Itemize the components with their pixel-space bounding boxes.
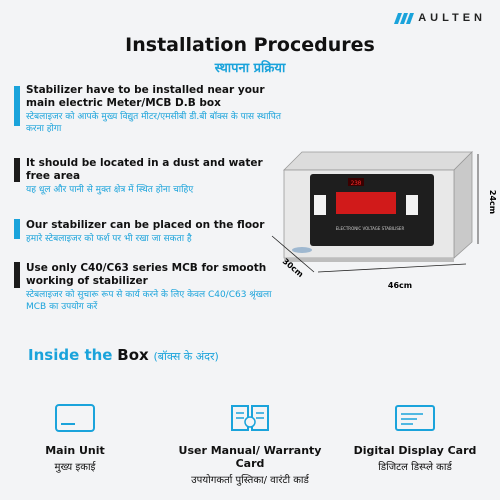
box-item-manual: User Manual/ Warranty Card उपयोगकर्ता पु…	[175, 402, 325, 486]
display-window	[348, 178, 364, 186]
dim-height: 24cm	[488, 190, 497, 214]
panel-label: ELECTRONIC VOLTAGE STABILISER	[336, 226, 405, 231]
stabilizer-product-image: 230 ELECTRONIC VOLTAGE STABILISER 24cm 3…	[271, 151, 497, 290]
inside-box-heading: Inside the Box (बॉक्स के अंदर)	[28, 346, 219, 364]
point-2: It should be located in a dust and water…	[26, 157, 286, 196]
brand-logo: AULTEN	[394, 12, 486, 24]
point-bullet	[14, 219, 20, 239]
box-item-display-card: Digital Display Card डिजिटल डिस्प्ले कार…	[340, 402, 490, 473]
point-bullet	[14, 262, 20, 288]
point-3-hi: हमारे स्टेबलाइजर को फर्श पर भी रखा जा सक…	[26, 234, 192, 244]
inside-label-a: Inside the	[28, 346, 113, 364]
mcb-switch-left	[314, 195, 326, 215]
point-1-en: Stabilizer have to be installed near you…	[26, 84, 265, 109]
card-icon	[395, 405, 435, 431]
point-1-hi: स्टेबलाइजर को आपके मुख्य विद्युत मीटर/एम…	[26, 112, 281, 134]
point-2-en: It should be located in a dust and water…	[26, 157, 263, 182]
brand-plate	[292, 247, 312, 253]
item-3-en: Digital Display Card	[353, 444, 477, 457]
svg-text:230: 230	[351, 180, 362, 187]
item-1-hi: मुख्य इकाई	[54, 462, 96, 473]
item-1-en: Main Unit	[45, 444, 105, 457]
manual-icon	[231, 405, 269, 431]
inside-label-b: Box	[117, 346, 149, 364]
depth-dimension-line	[271, 235, 315, 273]
point-4-hi: स्टेबलाइजर को सुचारू रूप से कार्य करने क…	[26, 290, 272, 312]
page-title: Installation Procedures	[125, 34, 375, 56]
point-4-en: Use only C40/C63 series MCB for smooth w…	[26, 262, 267, 287]
item-3-hi: डिजिटल डिस्प्ले कार्ड	[378, 462, 452, 473]
item-2-hi: उपयोगकर्ता पुस्तिका/ वारंटी कार्ड	[191, 475, 309, 486]
cabinet-side	[453, 151, 473, 259]
cabinet-top	[283, 151, 473, 171]
point-2-hi: यह धूल और पानी से मुक्त क्षेत्र में स्थि…	[26, 185, 194, 195]
cabinet-base	[284, 258, 454, 262]
brand-mark-icon	[394, 12, 415, 24]
point-bullet	[14, 158, 20, 182]
width-dimension-line	[317, 263, 467, 273]
point-4: Use only C40/C63 series MCB for smooth w…	[26, 262, 286, 313]
box-item-main-unit: Main Unit मुख्य इकाई	[0, 402, 150, 473]
device-icon	[55, 404, 95, 432]
point-bullet	[14, 86, 20, 126]
point-1: Stabilizer have to be installed near you…	[26, 84, 286, 135]
item-2-en: User Manual/ Warranty Card	[178, 444, 322, 470]
point-3: Our stabilizer can be placed on the floo…	[26, 219, 286, 245]
page-subtitle: स्थापना प्रक्रिया	[214, 61, 286, 76]
panel-stripe	[336, 192, 396, 214]
inside-label-hi: (बॉक्स के अंदर)	[153, 350, 219, 363]
brand-name: AULTEN	[418, 12, 486, 24]
point-3-en: Our stabilizer can be placed on the floo…	[26, 219, 265, 231]
dim-width: 46cm	[388, 281, 412, 290]
mcb-switch-right	[406, 195, 418, 215]
